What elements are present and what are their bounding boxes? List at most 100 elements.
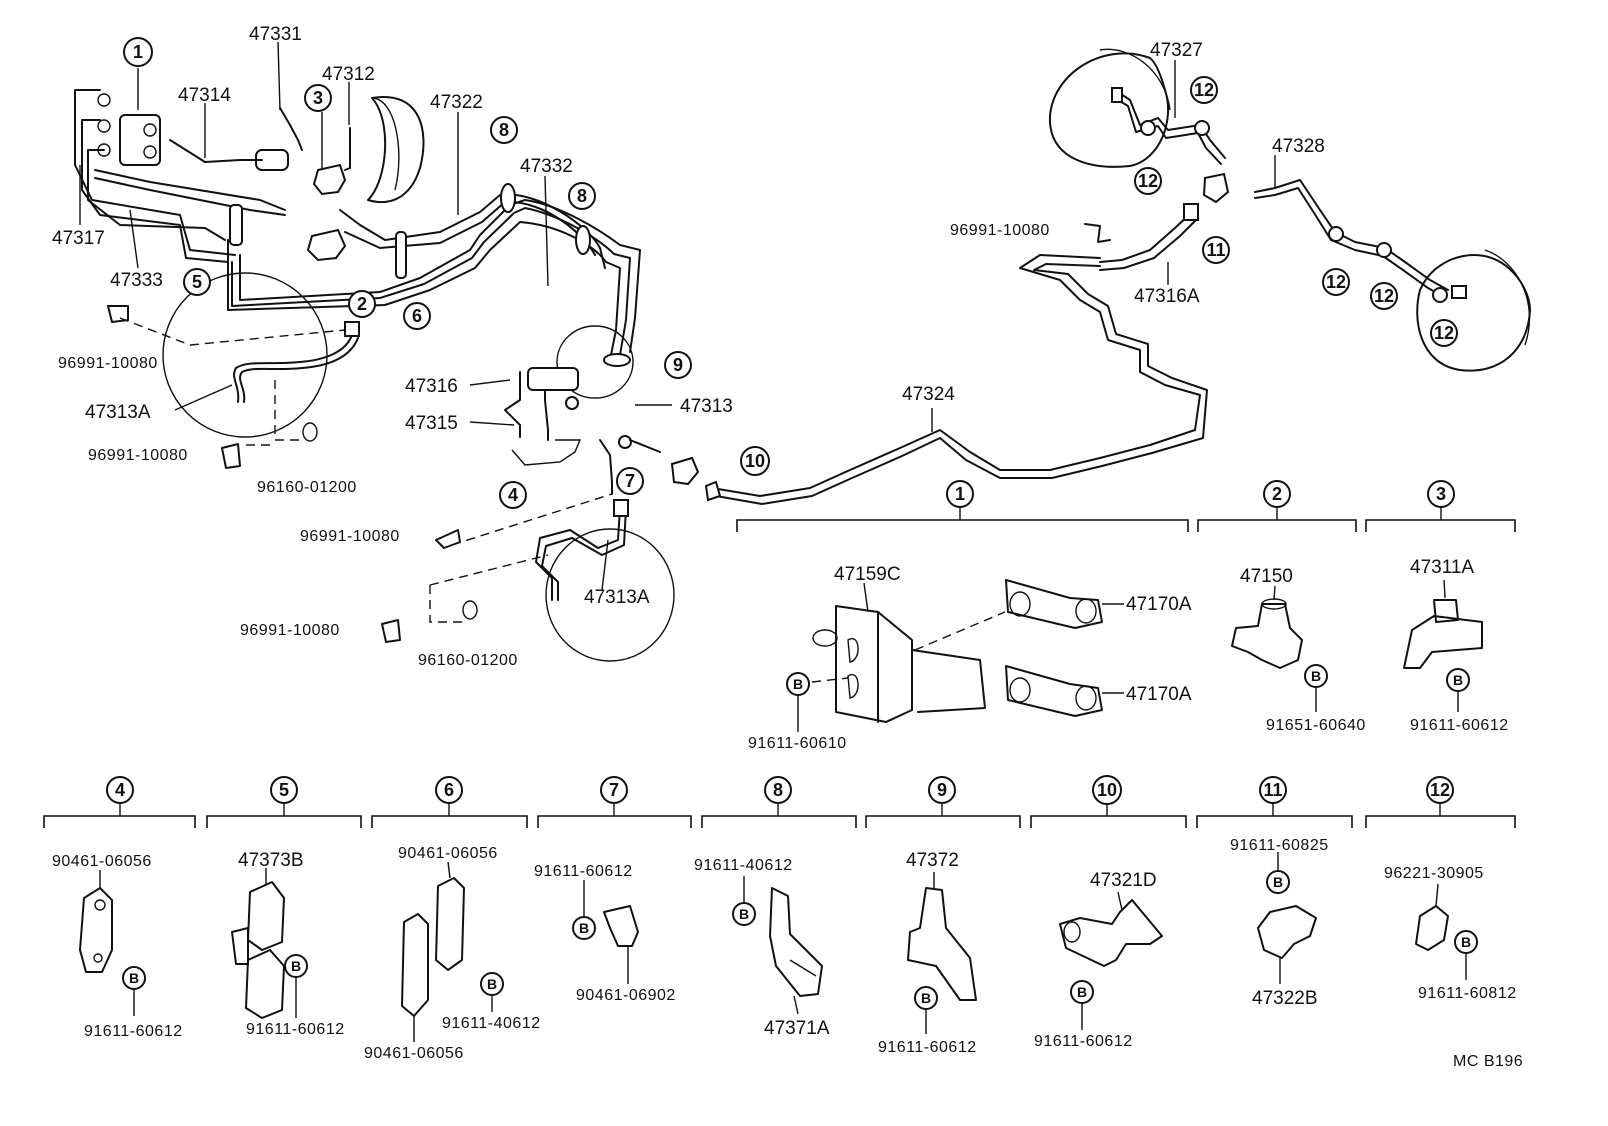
valve-port (143, 123, 157, 137)
svg-text:B: B (739, 906, 749, 922)
part-47371A-ribs (789, 959, 817, 977)
svg-text:B: B (579, 920, 589, 936)
label-91611-60612-g10: 91611-60612 (1034, 1033, 1133, 1050)
svg-text:9: 9 (673, 355, 683, 375)
label-47316: 47316 (405, 376, 458, 397)
part-47159C-tab (911, 649, 986, 713)
tube-47312 (344, 127, 351, 171)
leader-47311A (1443, 579, 1446, 599)
callout-8-a: 8 (490, 116, 518, 144)
group-1-number: 1 (946, 480, 974, 508)
group-12-number: 12 (1426, 776, 1454, 804)
label-91611-60812: 91611-60812 (1418, 985, 1517, 1002)
front-disc-inner (371, 97, 400, 191)
callout-8-b: 8 (568, 182, 596, 210)
clip-96991-c (435, 529, 461, 549)
clip-96991-a (107, 305, 129, 323)
part-47170A-bot-port (1009, 677, 1031, 703)
part-47159C (835, 605, 913, 723)
label-47150: 47150 (1240, 566, 1293, 587)
callout-11: 11 (1202, 236, 1230, 264)
hose-47316A-b (1099, 217, 1199, 271)
tube-47333-c (94, 177, 286, 216)
label-96160-01200-a: 96160-01200 (257, 479, 357, 496)
group-7-number: 7 (600, 776, 628, 804)
callout-7: 7 (616, 467, 644, 495)
leader-47313A-b (601, 539, 609, 591)
svg-text:B: B (291, 958, 301, 974)
proportioning-valve (119, 114, 161, 166)
svg-text:B: B (921, 990, 931, 1006)
leader-96991-c (451, 493, 613, 546)
callout-12-a: 12 (1190, 76, 1218, 104)
bracket-group-4 (43, 815, 196, 828)
wheel-cyl-left (1111, 87, 1123, 103)
svg-text:12: 12 (1374, 286, 1394, 306)
washer-96160-b (462, 600, 478, 620)
clamp-8-a (500, 183, 516, 213)
label-47315: 47315 (405, 413, 458, 434)
label-47170A-a: 47170A (1126, 594, 1192, 615)
clamp-12-a (1140, 120, 1156, 136)
bolt-marker-g4: B (122, 966, 146, 990)
detail-part-sketches (79, 579, 1483, 1042)
rear-brake-area-drawing (1048, 48, 1531, 372)
svg-text:B: B (1461, 934, 1471, 950)
svg-text:B: B (1273, 874, 1283, 890)
clip-96991-b (221, 443, 241, 469)
leader-47150 (1273, 585, 1276, 601)
detail-group-headers: 1 2 3 4 5 6 7 8 9 10 11 12 (106, 480, 1455, 805)
callout-1: 1 (123, 37, 153, 67)
leader-96991-a (119, 317, 346, 346)
tube-47314 (169, 139, 263, 163)
tube-47316 (504, 371, 521, 438)
front-disc-outline (367, 95, 425, 204)
part-47373B-flange (231, 927, 249, 965)
part-47170A-top-port2 (1075, 598, 1097, 624)
bolt-marker-g1: B (786, 672, 810, 696)
svg-text:3: 3 (313, 88, 323, 108)
label-96160-01200-b: 96160-01200 (418, 652, 518, 669)
bolt-marker-g8: B (732, 902, 756, 926)
svg-text:11: 11 (1263, 780, 1282, 800)
svg-text:8: 8 (499, 120, 509, 140)
svg-text:B: B (793, 676, 803, 692)
svg-text:2: 2 (1272, 484, 1282, 504)
bracket-sketch (511, 439, 582, 466)
callout-12-b: 12 (1134, 167, 1162, 195)
label-47331: 47331 (249, 24, 302, 45)
main-callouts: 1 3 8 8 5 2 6 9 (123, 37, 1458, 509)
part-g4-hole2 (93, 953, 103, 963)
main-part-labels: 47331 47312 47314 47322 47332 47317 4733… (52, 24, 1325, 669)
part-47159C-ear (812, 629, 838, 647)
washer-96160-a (302, 422, 318, 442)
svg-text:B: B (129, 970, 139, 986)
label-47311A: 47311A (1410, 557, 1474, 578)
rear-drum-right-rim (1484, 249, 1531, 346)
clamp-12-d (1376, 242, 1392, 258)
rear-drum-right (1416, 254, 1531, 372)
label-90461-06056-g6-a: 90461-06056 (398, 845, 498, 862)
callout-10: 10 (740, 446, 770, 476)
clamp-7-dot (618, 435, 632, 449)
label-91611-40612-g6: 91611-40612 (442, 1015, 541, 1032)
svg-text:12: 12 (1326, 272, 1346, 292)
junction-block (527, 367, 579, 391)
label-47314: 47314 (178, 85, 231, 106)
part-96221-30905 (1415, 905, 1449, 951)
label-47316A: 47316A (1134, 286, 1200, 307)
part-g4-hole (94, 899, 106, 911)
leader-47333 (129, 209, 139, 269)
svg-text:10: 10 (1097, 780, 1117, 800)
hose-fitting-lower (613, 499, 629, 517)
leader-96991-d (429, 554, 549, 586)
tube-to-right-hose (599, 439, 613, 495)
svg-text:6: 6 (444, 780, 454, 800)
callout-12-d: 12 (1370, 282, 1398, 310)
clip-96991-d (381, 619, 401, 643)
part-47170A-bot-port2 (1075, 685, 1097, 711)
bracket-group-3 (1365, 519, 1516, 532)
svg-text:12: 12 (1430, 780, 1450, 800)
label-47371A: 47371A (764, 1018, 830, 1039)
